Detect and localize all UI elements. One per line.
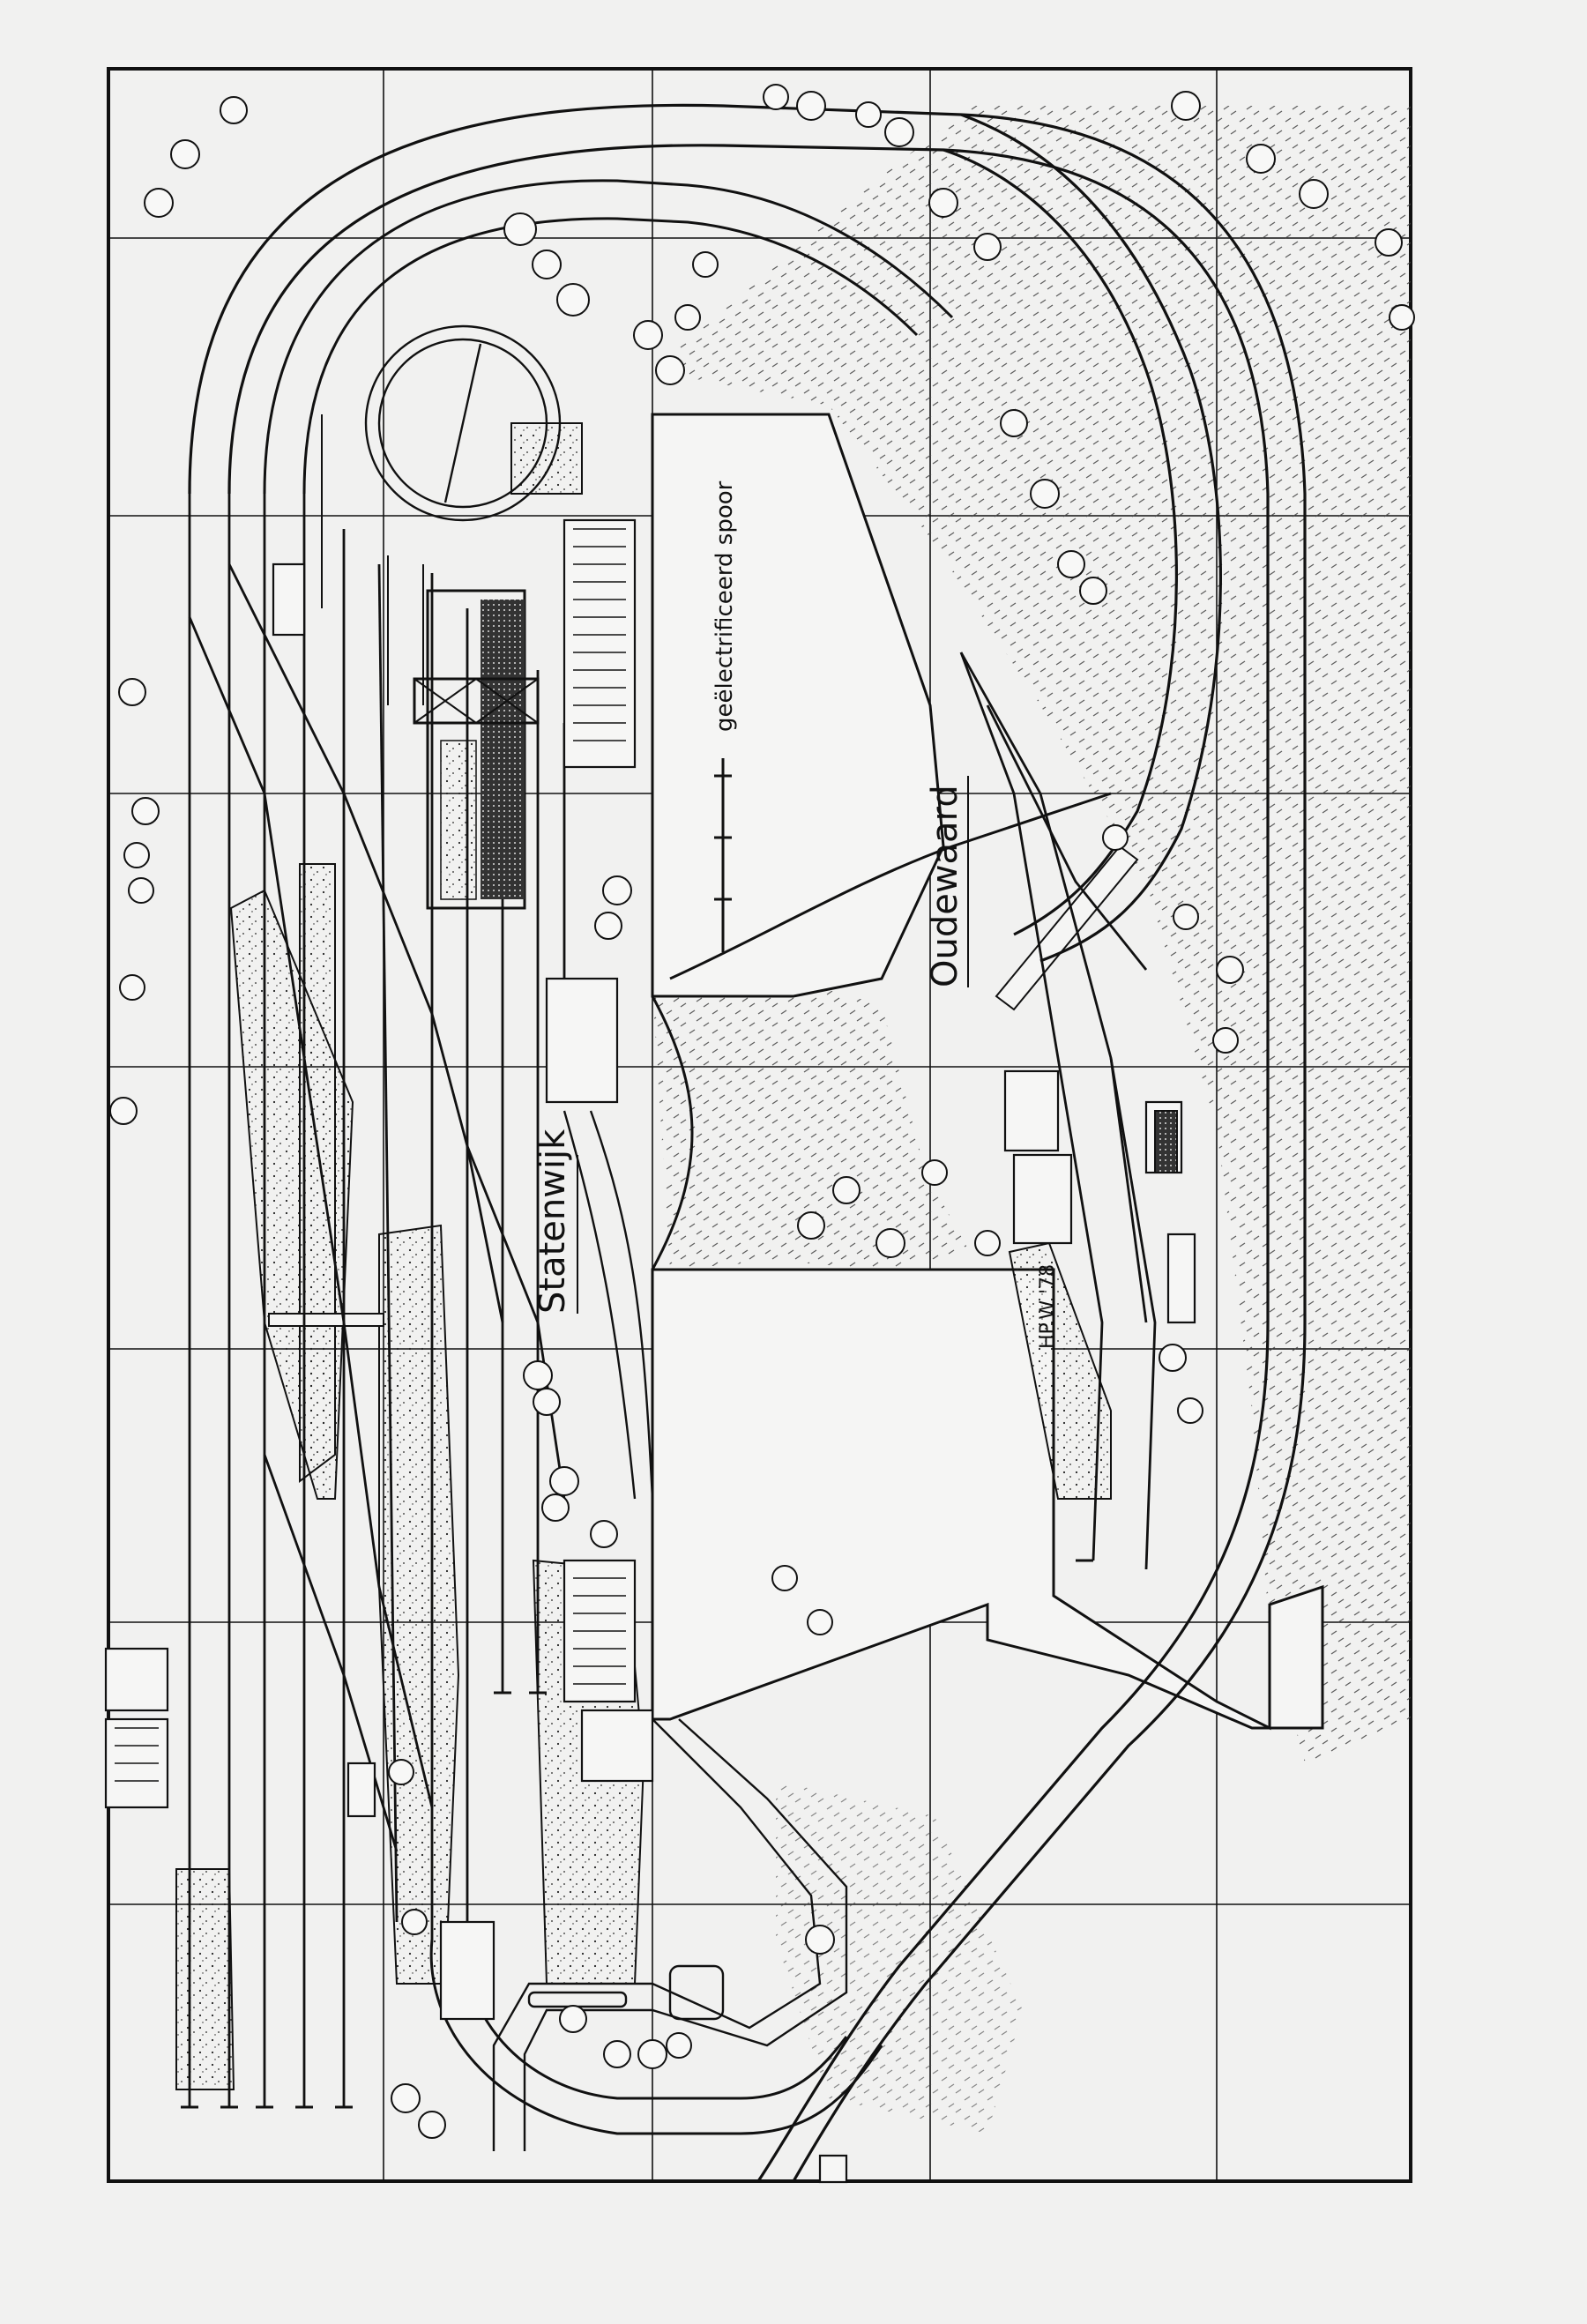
hill-scenery [652,106,1411,2134]
building-icon [104,518,1196,2184]
turntable-icon [364,324,562,522]
platforms [175,422,1112,2090]
coaling-plant [413,589,540,910]
track-station-oudewaard [959,652,1157,1570]
artist-signature: HP.W '78 [1037,1264,1059,1349]
buffer-stops [181,1559,1093,2109]
fuel-tank-icon [1154,1110,1178,1173]
station-label-statenwijk: Statenwijk [533,1128,573,1314]
track-station-statenwijk [188,494,566,2107]
legend-electrified-line [714,758,732,952]
legend-text: geëlectrificeerd spoor [712,480,738,732]
tree-icon [109,84,1415,2139]
building-roof-hatching [115,528,626,1782]
footbridge [268,845,1139,1327]
track-main-loop [188,103,1307,2182]
engine-shed-tracks [321,414,424,705]
station-label-oudewaard: Oudewaard [925,785,965,987]
